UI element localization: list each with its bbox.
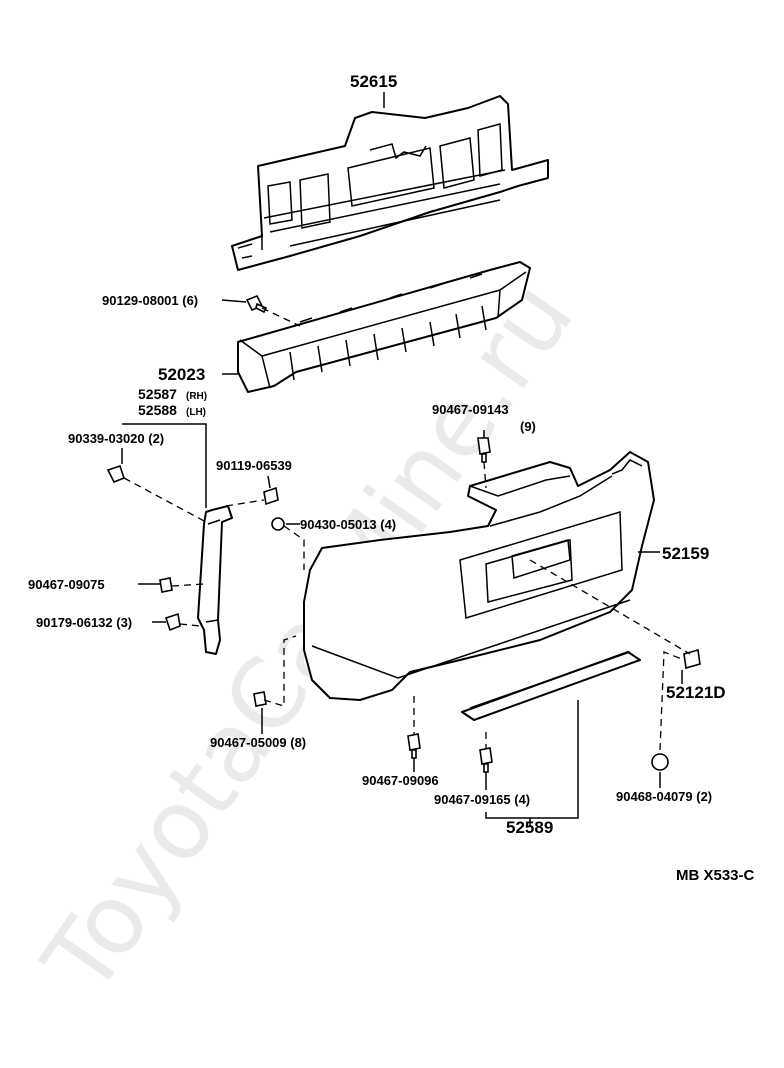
label-52587-suffix: (RH) (186, 391, 207, 402)
leader-lines (121, 92, 683, 826)
label-90339-03020: 90339-03020 (2) (68, 431, 164, 446)
label-90467-09165: 90467-09165 (4) (434, 792, 530, 807)
nut-icon (271, 517, 285, 531)
clip-icon (253, 691, 267, 707)
nut-icon (164, 612, 181, 632)
label-52588-suffix: (LH) (186, 407, 206, 418)
clip-icon (407, 733, 421, 759)
label-90468-04079: 90468-04079 (2) (616, 789, 712, 804)
diagram-code: MB X533-C (676, 867, 755, 884)
side-bracket-52587-52588[interactable] (197, 505, 233, 655)
label-52159: 52159 (662, 544, 709, 563)
clip-icon (106, 464, 125, 484)
label-90179-06132: 90179-06132 (3) (36, 615, 132, 630)
label-52588: 52588 (138, 402, 177, 418)
rear-panel-52615[interactable] (231, 95, 549, 271)
retainer-icon (683, 648, 701, 670)
label-52589: 52589 (506, 818, 553, 837)
nut-icon (651, 753, 669, 771)
label-90467-09075: 90467-09075 (28, 577, 105, 592)
moulding-52589[interactable] (461, 651, 641, 721)
screw-icon (263, 486, 279, 506)
label-90430-05013: 90430-05013 (4) (300, 517, 396, 532)
label-90467-09143-qty: (9) (520, 419, 536, 434)
label-52023: 52023 (158, 365, 205, 384)
label-90467-09143: 90467-09143 (432, 402, 509, 417)
clip-icon (479, 747, 493, 773)
assembly-lines (123, 307, 691, 751)
reinforcement-52023[interactable] (237, 261, 531, 393)
label-52587: 52587 (138, 386, 177, 402)
label-52615: 52615 (350, 72, 397, 91)
label-90467-09096: 90467-09096 (362, 773, 439, 788)
label-90129-08001: 90129-08001 (6) (102, 293, 198, 308)
label-90119-06539: 90119-06539 (216, 458, 292, 473)
clip-icon (159, 577, 173, 593)
label-52121D: 52121D (666, 683, 726, 702)
bumper-cover-52159[interactable] (303, 451, 655, 701)
bolt-icon (245, 294, 268, 314)
label-90467-05009: 90467-05009 (8) (210, 735, 306, 750)
